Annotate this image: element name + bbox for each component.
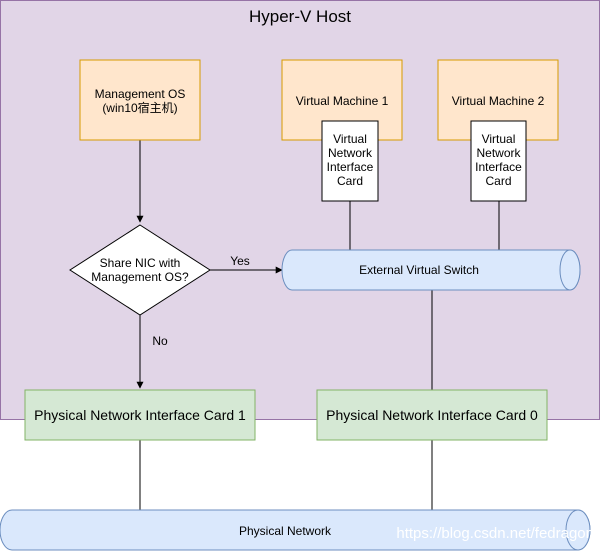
connectors: [136, 140, 500, 510]
physical-network[interactable]: Physical Network: [0, 509, 591, 551]
vnic2-label-line1: Virtual: [482, 132, 516, 146]
pnic0-label: Physical Network Interface Card 0: [326, 407, 538, 423]
vnic1-box[interactable]: Virtual Network Interface Card: [321, 120, 379, 202]
pnic1-box[interactable]: Physical Network Interface Card 1: [24, 389, 256, 441]
pnic0-box[interactable]: Physical Network Interface Card 0: [316, 389, 548, 441]
vm2-label: Virtual Machine 2: [452, 94, 545, 108]
pnic1-label: Physical Network Interface Card 1: [34, 407, 246, 423]
vnic2-box[interactable]: Virtual Network Interface Card: [470, 120, 527, 202]
watermark-text: https://blog.csdn.net/fedragon: [396, 525, 594, 542]
vnic1-label-line4: Card: [337, 174, 363, 188]
yes-edge-label: Yes: [230, 254, 250, 268]
external-switch-label: External Virtual Switch: [359, 263, 479, 277]
vnic2-label-line4: Card: [485, 174, 511, 188]
vnic1-label-line2: Network: [328, 146, 373, 160]
management-os-label: Management OS: [95, 87, 186, 101]
external-virtual-switch[interactable]: External Virtual Switch: [281, 249, 581, 291]
physical-network-label: Physical Network: [239, 524, 332, 538]
management-os-box[interactable]: Management OS (win10宿主机): [79, 59, 201, 141]
vnic1-label-line1: Virtual: [333, 132, 367, 146]
share-nic-decision[interactable]: Share NIC with Management OS?: [69, 224, 211, 316]
decision-label-line2: Management OS?: [91, 270, 189, 284]
decision-label-line1: Share NIC with: [100, 256, 181, 270]
vnic1-label-line3: Interface: [327, 160, 374, 174]
vnic2-label-line3: Interface: [475, 160, 522, 174]
host-title: Hyper-V Host: [249, 7, 351, 26]
management-os-sublabel: (win10宿主机): [102, 100, 177, 115]
vnic2-label-line2: Network: [476, 146, 521, 160]
no-edge-label: No: [152, 334, 168, 348]
vm1-label: Virtual Machine 1: [296, 94, 389, 108]
